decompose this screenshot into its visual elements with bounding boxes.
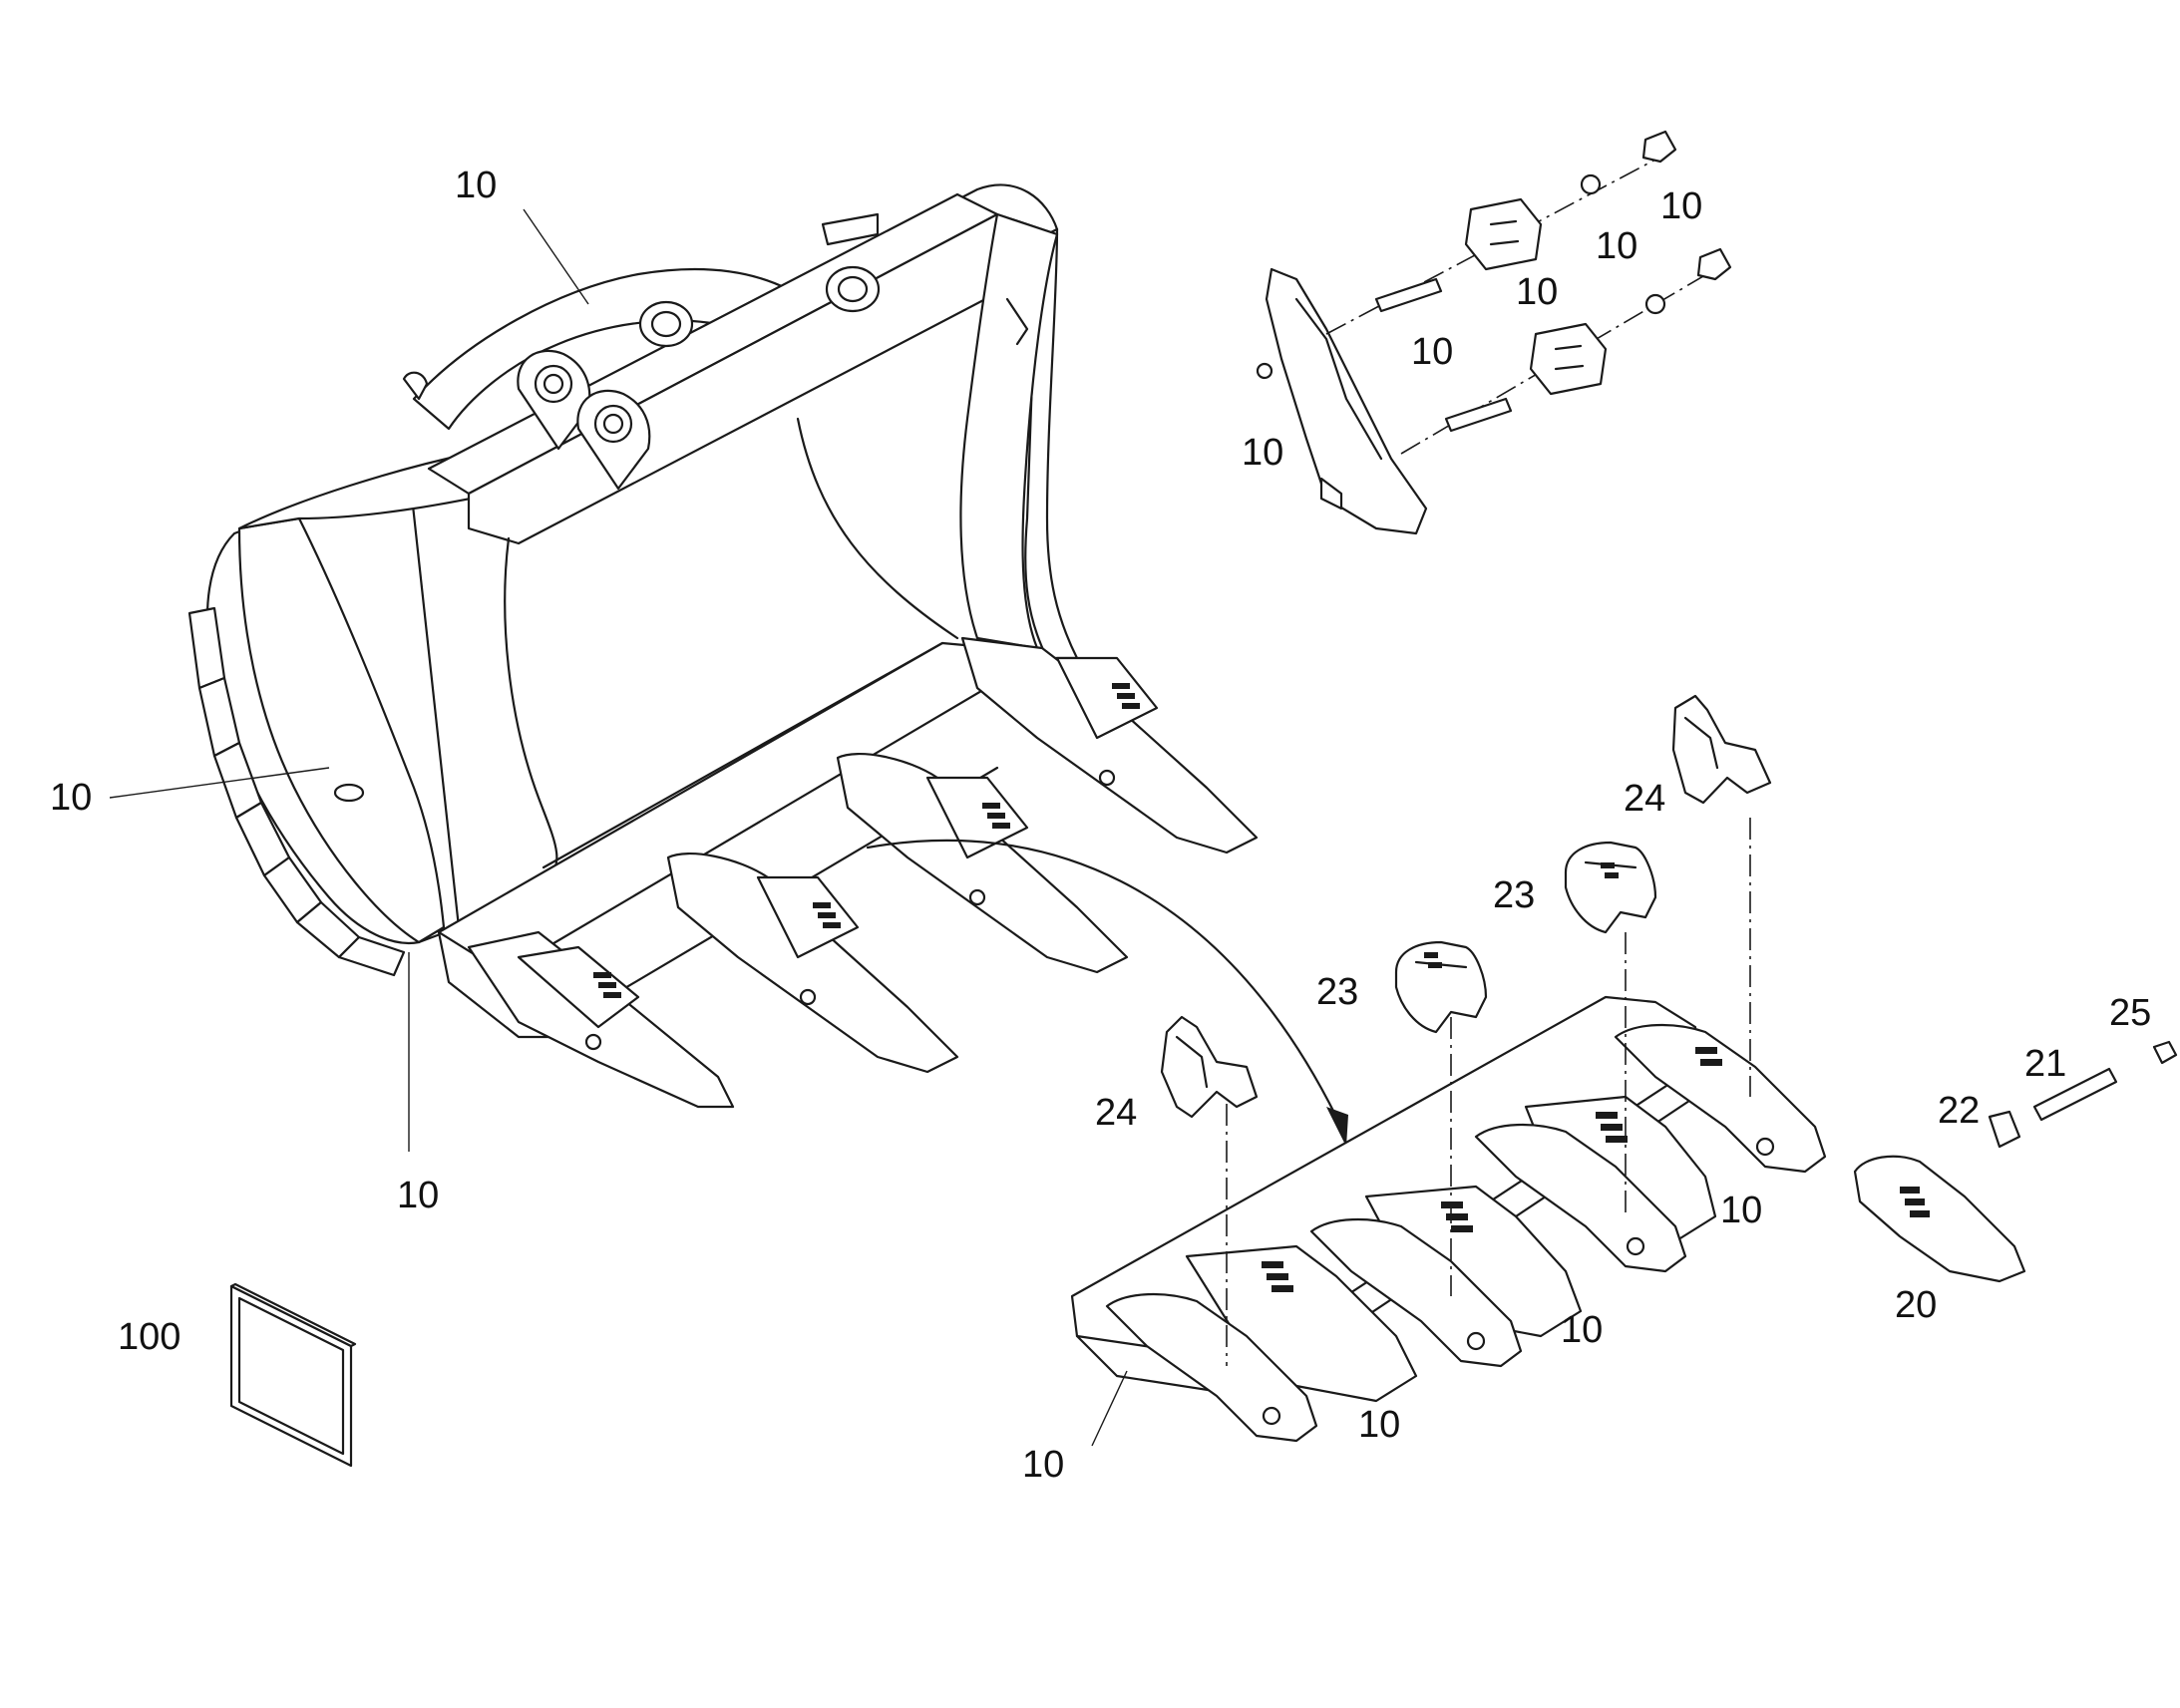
callout-tooth: 20 [1895, 1284, 1938, 1326]
lifting-eye [402, 371, 429, 401]
callout-shroud-23a: 23 [1316, 971, 1359, 1013]
manual-book [229, 1282, 357, 1468]
lock-body-lower [1529, 322, 1608, 396]
pin-lug [576, 389, 651, 491]
lock-pin-lower [1444, 397, 1513, 433]
callout-bucket-side: 10 [50, 777, 93, 819]
callout-pin: 21 [2024, 1043, 2067, 1085]
shroud-23-b [1564, 841, 1657, 934]
callout-lip-mid1: 10 [1358, 1404, 1401, 1446]
cap-upper [1641, 130, 1677, 164]
leader-line [523, 208, 589, 305]
lock-body-detail [1554, 344, 1585, 371]
shroud-foot [1319, 477, 1343, 511]
callout-lock-d: 10 [1411, 331, 1454, 373]
shroud-24-b [1671, 694, 1772, 805]
shroud-24-a [1160, 1015, 1259, 1119]
cutting-edge-system [1070, 694, 2178, 1447]
washer-lower [1644, 293, 1666, 315]
side-shroud-edge [1294, 297, 1383, 461]
tooth-point-20 [1853, 1155, 2026, 1283]
pin-21 [2032, 1067, 2118, 1122]
transfer-arrow [866, 839, 1338, 1119]
shroud-23-a [1394, 940, 1488, 1034]
shroud-stud [1256, 362, 1273, 380]
bucket-tooth-2 [666, 852, 959, 1074]
callout-lock-a: 10 [1660, 185, 1703, 227]
side-plate-hole [333, 783, 365, 803]
bucket-tooth-1 [467, 930, 735, 1109]
bucket-tooth-4 [960, 636, 1259, 854]
washer-upper [1580, 173, 1602, 195]
side-shroud [1265, 267, 1428, 535]
cap-lower [1696, 247, 1732, 281]
side-tab [1005, 297, 1029, 346]
edge-adapter-2 [1309, 1185, 1583, 1368]
pin-boss [638, 265, 881, 348]
callout-retainer: 22 [1938, 1090, 1981, 1132]
callout-lip-mid2: 10 [1561, 1309, 1604, 1351]
callout-pin-cap: 25 [2109, 992, 2152, 1034]
callout-shroud-24a: 24 [1095, 1092, 1138, 1134]
bucket-inner-curve [796, 417, 959, 640]
callout-lock-b: 10 [1596, 225, 1638, 267]
lock-pin-upper [1374, 277, 1443, 313]
callout-lip-right: 10 [1720, 1190, 1763, 1231]
edge-adapter-4 [1614, 1024, 1827, 1174]
inner-side-contour [504, 536, 558, 879]
transfer-arrow-head [1326, 1107, 1348, 1147]
bucket-tooth-3 [836, 752, 1129, 974]
edge-adapter-1 [1105, 1244, 1418, 1443]
leader-line [1091, 1370, 1128, 1447]
callout-bucket-top: 10 [455, 165, 498, 206]
edge-adapter-3 [1474, 1095, 1717, 1273]
callout-lip-left: 10 [1022, 1444, 1065, 1486]
pin-cap-25 [2152, 1040, 2178, 1065]
wear-plate [337, 935, 406, 977]
pin-lug [517, 349, 591, 451]
side-plate-face [237, 516, 446, 944]
callout-bucket-bottom: 10 [397, 1175, 440, 1216]
lock-body-detail [1489, 219, 1520, 246]
callout-lock-c: 10 [1516, 271, 1559, 313]
callout-lock-e: 10 [1242, 432, 1284, 474]
lock-body-upper [1464, 197, 1543, 271]
leader-line [109, 767, 330, 799]
bucket-assembly [109, 183, 1259, 1152]
top-bracket [821, 212, 880, 246]
callout-shroud-24b: 24 [1624, 778, 1666, 820]
callout-manual: 100 [118, 1316, 182, 1358]
callout-shroud-23b: 23 [1493, 874, 1536, 916]
retainer-22 [1988, 1110, 2021, 1149]
adapter-lock-group [1256, 130, 1732, 535]
